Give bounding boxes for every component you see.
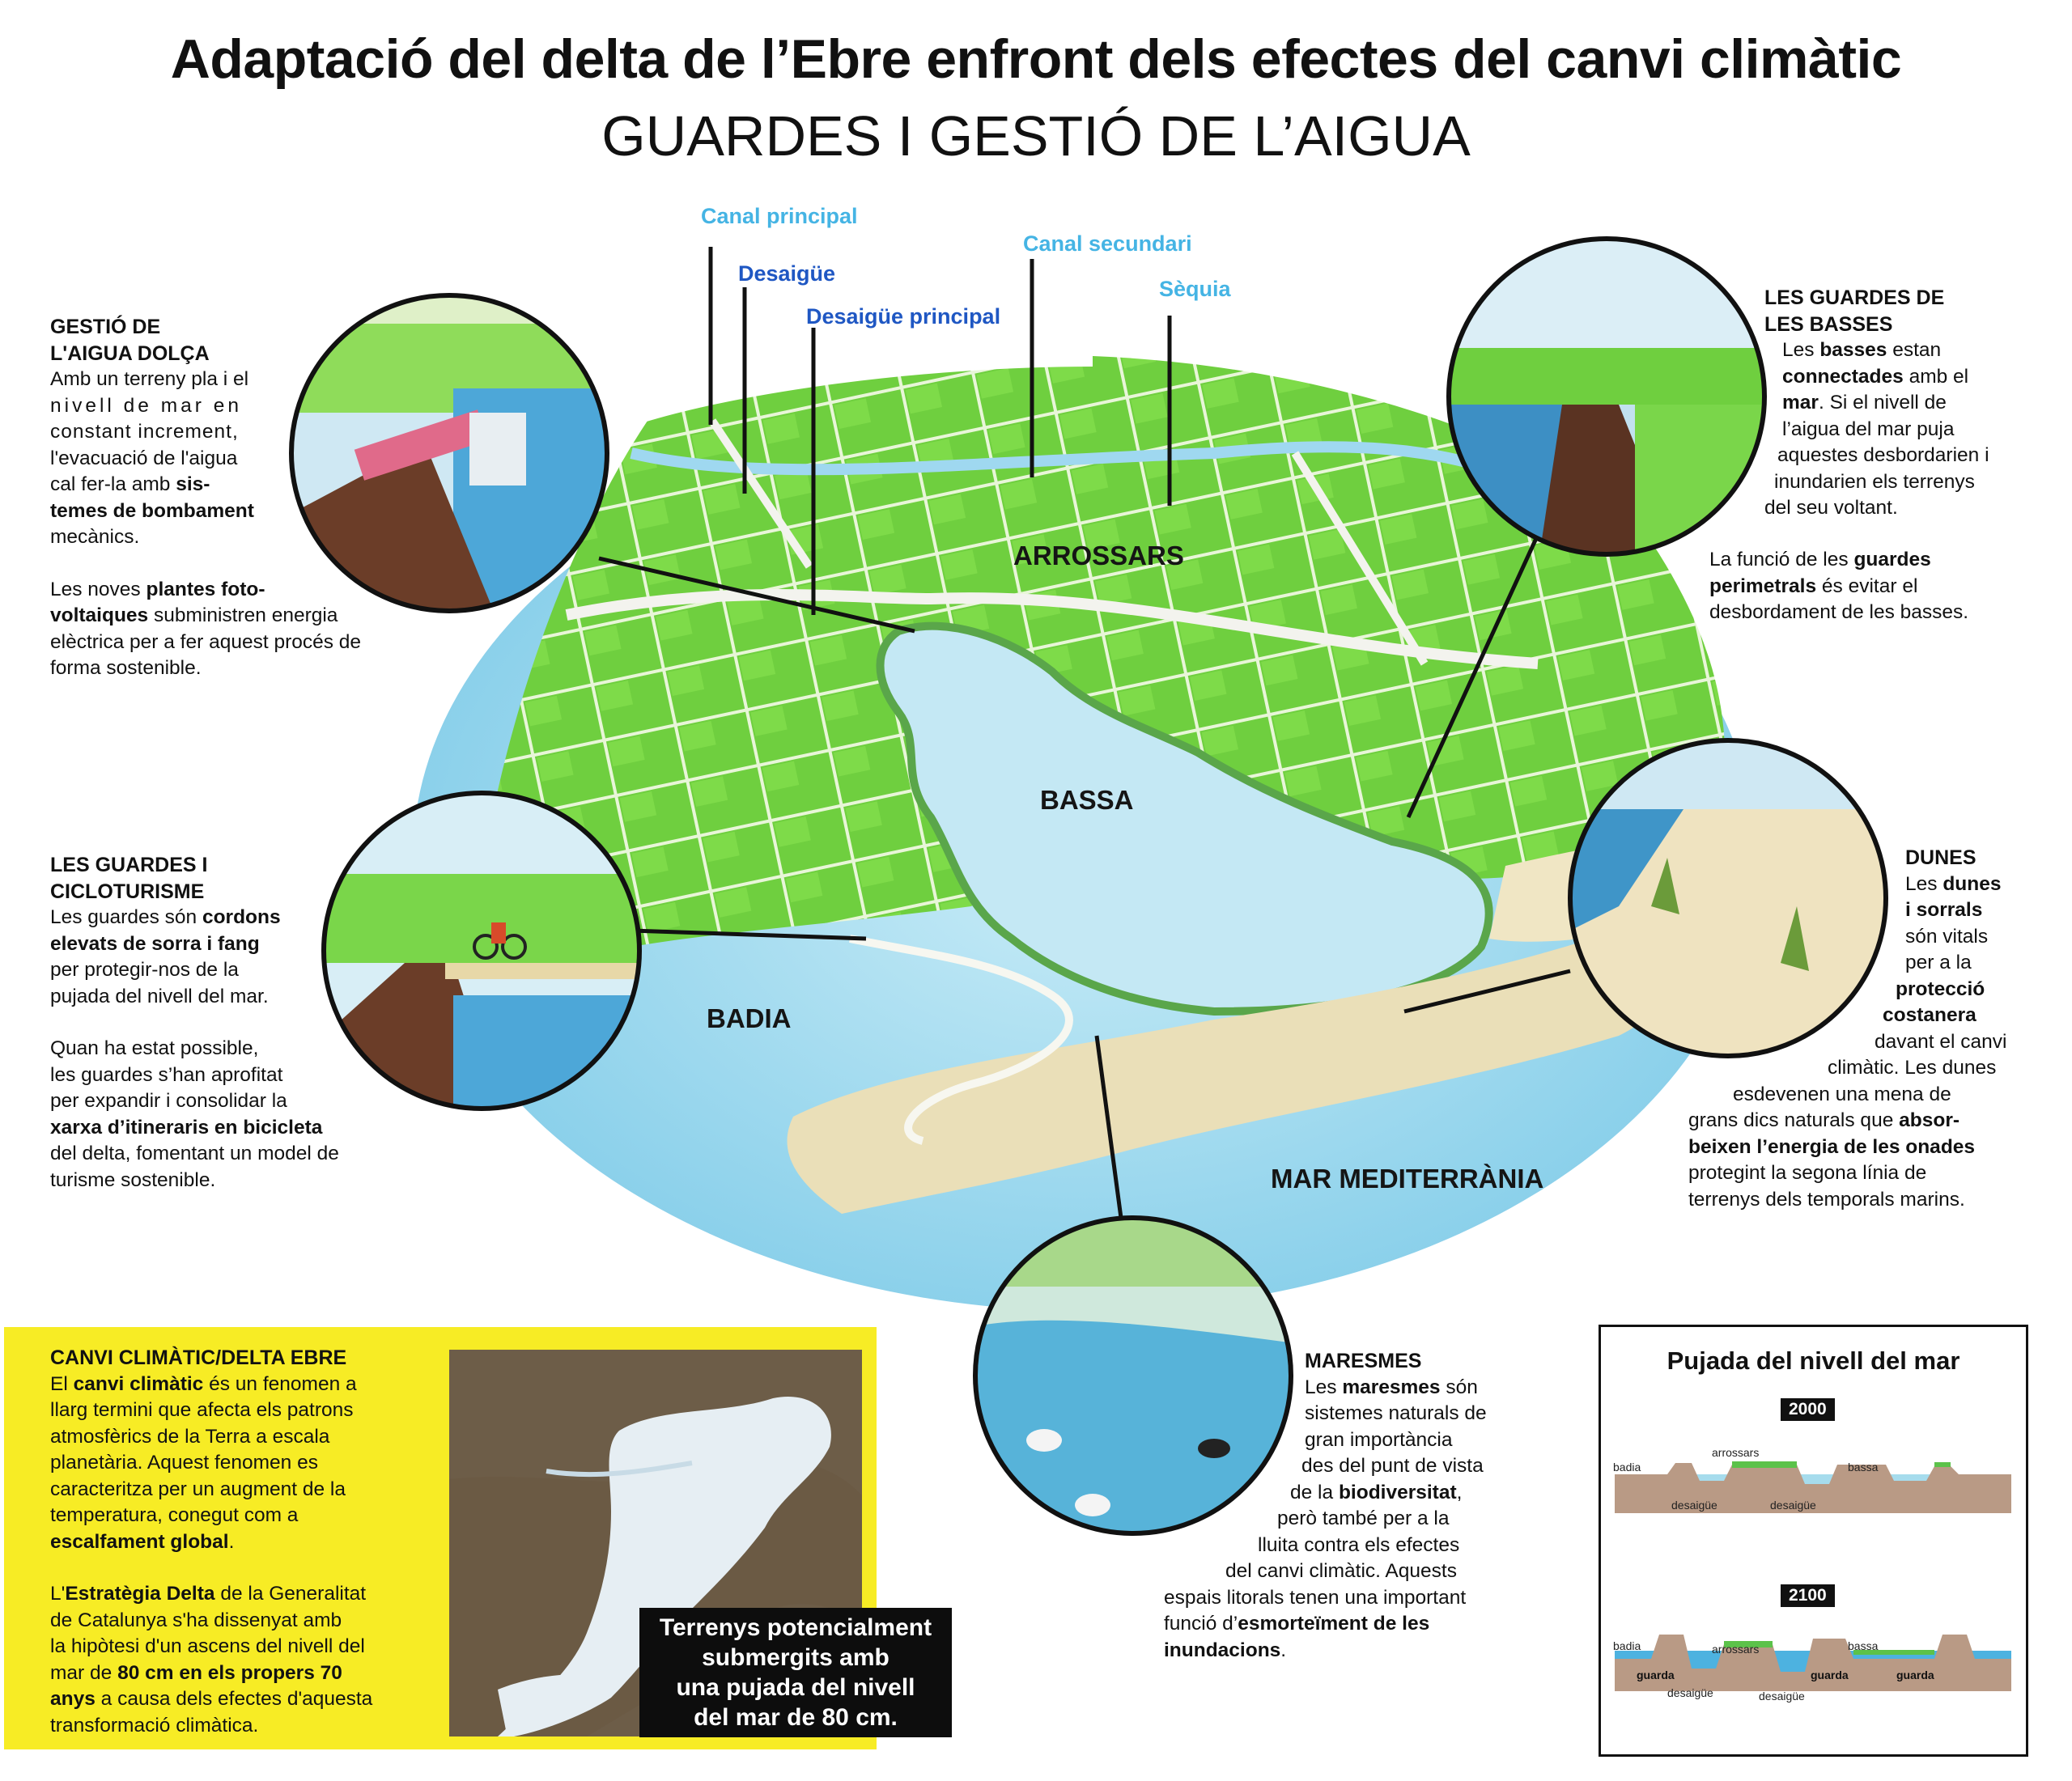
inset-title: Pujada del nivell del mar xyxy=(1667,1346,1960,1375)
label-mar: MAR MEDITERRÀNIA xyxy=(1271,1164,1544,1194)
inset-2100-guarda-3: guarda xyxy=(1896,1669,1934,1681)
inset-2100-badia: badia xyxy=(1613,1639,1641,1652)
inset-2100-guarda-1: guarda xyxy=(1637,1669,1675,1681)
inset-2100-desaigue-1: desaigüe xyxy=(1667,1686,1713,1699)
label-bassa: BASSA xyxy=(1040,785,1134,815)
label-canal-principal: Canal principal xyxy=(701,204,858,228)
label-desaigue-principal: Desaigüe principal xyxy=(806,304,1001,329)
circle-maresmes xyxy=(973,1215,1293,1536)
cicloturisme-text: LES GUARDES I CICLOTURISME Les guardes s… xyxy=(50,854,339,1191)
sand-spit xyxy=(787,914,1678,1214)
year-2000-badge: 2000 xyxy=(1781,1398,1835,1421)
label-arrossars: ARROSSARS xyxy=(1013,541,1184,570)
satellite-caption: Terrenys potencialment submergits amb un… xyxy=(639,1608,952,1737)
circle-dunes xyxy=(1568,738,1888,1058)
inset-2000-desaigue-1: desaigüe xyxy=(1671,1499,1717,1512)
canvi-text: CANVI CLIMÀTIC/DELTA EBRE El canvi climà… xyxy=(50,1346,373,1736)
circle-cicloturisme xyxy=(321,791,642,1111)
page-subtitle: GUARDES I GESTIÓ DE L’AIGUA xyxy=(601,104,1471,167)
inset-2100-guarda-2: guarda xyxy=(1811,1669,1849,1681)
inset-2000-arrossars: arrossars xyxy=(1712,1446,1760,1459)
circle-pump xyxy=(289,293,609,613)
page-title: Adaptació del delta de l’Ebre enfront de… xyxy=(170,28,1902,90)
sea-level-profiles xyxy=(1615,1461,2011,1691)
basses-text: LES GUARDES DE LES BASSES Les basses est… xyxy=(1764,286,1989,519)
basses-text-2: La funció de les guardes perimetrals és … xyxy=(1709,549,1969,623)
label-canal-secundari: Canal secundari xyxy=(1023,231,1192,256)
dunes-text: DUNES Les dunes i sorrals són vitals per… xyxy=(1688,846,2007,1211)
inset-2000-badia: badia xyxy=(1613,1461,1641,1474)
aigua-dolca-heading-2: L'AIGUA DOLÇA xyxy=(50,341,210,365)
inset-2000-desaigue-2: desaigüe xyxy=(1770,1499,1816,1512)
label-badia: BADIA xyxy=(707,1003,792,1033)
inset-2100-desaigue-2: desaigüe xyxy=(1759,1690,1805,1703)
aigua-dolca-heading-1: GESTIÓ DE xyxy=(50,316,161,338)
label-desaigue: Desaigüe xyxy=(738,261,836,286)
inset-2100-bassa: bassa xyxy=(1848,1639,1879,1652)
inset-2000-bassa: bassa xyxy=(1848,1461,1879,1474)
aigua-dolca-text: GESTIÓ DE L'AIGUA DOLÇA Amb un terreny p… xyxy=(50,314,431,682)
circle-basses xyxy=(1446,236,1767,557)
maresmes-text: MARESMES Les maresmes són sistemes natur… xyxy=(1164,1350,1487,1661)
inset-2100-arrossars: arrossars xyxy=(1712,1643,1760,1656)
label-sequia: Sèquia xyxy=(1159,277,1231,301)
year-2100-badge: 2100 xyxy=(1781,1584,1835,1607)
